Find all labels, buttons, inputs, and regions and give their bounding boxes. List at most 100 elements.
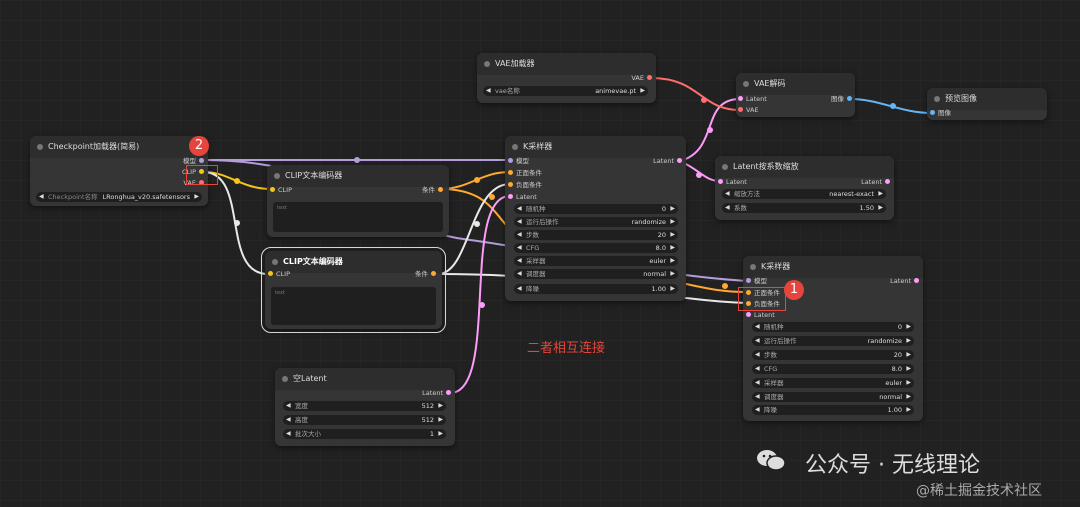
- output-model[interactable]: 模型: [183, 156, 204, 166]
- output-vae[interactable]: VAE: [631, 73, 652, 83]
- input-positive[interactable]: 正面条件: [746, 288, 780, 298]
- arrow-right-icon[interactable]: ▶: [194, 193, 199, 200]
- output-latent[interactable]: Latent: [861, 177, 890, 187]
- arrow-right-icon[interactable]: ▶: [640, 87, 645, 94]
- output-latent[interactable]: Latent: [890, 276, 919, 286]
- input-latent[interactable]: Latent: [718, 177, 747, 187]
- arrow-left-icon[interactable]: ◀: [755, 379, 760, 386]
- arrow-left-icon[interactable]: ◀: [755, 406, 760, 413]
- vae-decode-node[interactable]: VAE解码 Latent VAE 图像: [736, 73, 855, 117]
- arrow-left-icon[interactable]: ◀: [39, 193, 44, 200]
- input-latent[interactable]: Latent: [508, 192, 537, 202]
- arrow-right-icon[interactable]: ▶: [906, 351, 911, 358]
- arrow-left-icon[interactable]: ◀: [517, 270, 522, 277]
- arrow-left-icon[interactable]: ◀: [517, 244, 522, 251]
- output-image[interactable]: 图像: [831, 94, 852, 104]
- arrow-left-icon[interactable]: ◀: [517, 257, 522, 264]
- input-latent[interactable]: Latent: [746, 310, 775, 320]
- clip-text-encoder-2[interactable]: CLIP文本编码器 CLIP 条件 text: [261, 247, 446, 333]
- prompt-textarea[interactable]: text: [273, 202, 443, 232]
- arrow-right-icon[interactable]: ▶: [906, 337, 911, 344]
- prompt-textarea[interactable]: text: [271, 287, 436, 325]
- input-clip[interactable]: CLIP: [270, 185, 292, 195]
- output-conditioning[interactable]: 条件: [422, 185, 443, 195]
- arrow-right-icon[interactable]: ▶: [670, 244, 675, 251]
- arrow-right-icon[interactable]: ▶: [670, 231, 675, 238]
- arrow-right-icon[interactable]: ▶: [878, 190, 883, 197]
- arrow-left-icon[interactable]: ◀: [517, 231, 522, 238]
- arrow-left-icon[interactable]: ◀: [286, 416, 291, 423]
- arrow-right-icon[interactable]: ▶: [670, 270, 675, 277]
- input-positive[interactable]: 正面条件: [508, 168, 542, 178]
- arrow-right-icon[interactable]: ▶: [670, 218, 675, 225]
- output-latent[interactable]: Latent: [422, 388, 451, 398]
- arrow-left-icon[interactable]: ◀: [755, 365, 760, 372]
- preview-image-node[interactable]: 预览图像 图像: [927, 88, 1047, 120]
- arrow-left-icon[interactable]: ◀: [755, 337, 760, 344]
- arrow-right-icon[interactable]: ▶: [438, 416, 443, 423]
- input-model[interactable]: 模型: [746, 276, 767, 286]
- arrow-left-icon[interactable]: ◀: [286, 402, 291, 409]
- vae-loader-node[interactable]: VAE加载器 VAE ◀ vae名称 animevae.pt ▶: [477, 53, 656, 103]
- arrow-right-icon[interactable]: ▶: [906, 406, 911, 413]
- arrow-right-icon[interactable]: ▶: [906, 323, 911, 330]
- input-latent[interactable]: Latent: [738, 94, 767, 104]
- arrow-left-icon[interactable]: ◀: [755, 323, 760, 330]
- arrow-left-icon[interactable]: ◀: [517, 218, 522, 225]
- arrow-left-icon[interactable]: ◀: [517, 285, 522, 292]
- input-vae[interactable]: VAE: [738, 105, 759, 115]
- output-vae[interactable]: VAE: [183, 178, 204, 188]
- arrow-left-icon[interactable]: ◀: [517, 205, 522, 212]
- ckpt-name-widget[interactable]: ◀ Checkpoint名称 LRonghua_v20.safetensors …: [36, 192, 202, 202]
- output-latent[interactable]: Latent: [653, 156, 682, 166]
- arrow-left-icon[interactable]: ◀: [755, 351, 760, 358]
- arrow-right-icon[interactable]: ▶: [670, 285, 675, 292]
- arrow-right-icon[interactable]: ▶: [438, 402, 443, 409]
- arrow-left-icon[interactable]: ◀: [486, 87, 491, 94]
- arrow-right-icon[interactable]: ▶: [906, 365, 911, 372]
- checkpoint-loader-node[interactable]: Checkpoint加载器(简易) 模型 CLIP VAE ◀ Checkpoi…: [30, 136, 208, 206]
- vae-name-widget[interactable]: ◀ vae名称 animevae.pt ▶: [483, 86, 648, 96]
- arrow-right-icon[interactable]: ▶: [906, 393, 911, 400]
- arrow-right-icon[interactable]: ▶: [670, 205, 675, 212]
- arrow-left-icon[interactable]: ◀: [755, 393, 760, 400]
- arrow-right-icon[interactable]: ▶: [906, 379, 911, 386]
- arrow-left-icon[interactable]: ◀: [286, 430, 291, 437]
- arrow-right-icon[interactable]: ▶: [438, 430, 443, 437]
- input-model[interactable]: 模型: [508, 156, 529, 166]
- arrow-left-icon[interactable]: ◀: [725, 204, 730, 211]
- clip-text-encoder-1[interactable]: CLIP文本编码器 CLIP 条件 text: [267, 165, 449, 237]
- arrow-right-icon[interactable]: ▶: [878, 204, 883, 211]
- arrow-right-icon[interactable]: ▶: [670, 257, 675, 264]
- output-clip[interactable]: CLIP: [182, 167, 204, 177]
- input-negative[interactable]: 负面条件: [746, 299, 780, 309]
- input-image[interactable]: 图像: [930, 108, 951, 118]
- arrow-left-icon[interactable]: ◀: [725, 190, 730, 197]
- input-clip[interactable]: CLIP: [268, 269, 290, 279]
- output-conditioning[interactable]: 条件: [415, 269, 436, 279]
- input-negative[interactable]: 负面条件: [508, 180, 542, 190]
